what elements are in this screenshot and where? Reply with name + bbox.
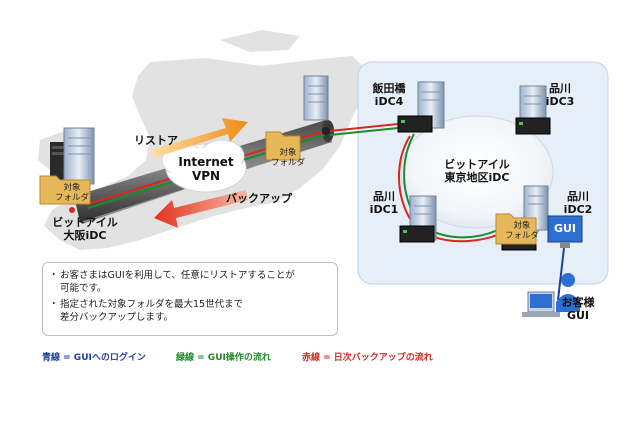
osaka-server-icon: [50, 127, 95, 190]
idc2-folder-label: 対象フォルダ: [504, 221, 539, 241]
gui-label: GUI: [553, 222, 577, 235]
restore-arrow: [150, 118, 248, 158]
internet-label: Internet: [178, 155, 234, 169]
mid-folder-icon: [265, 131, 301, 161]
osaka-idc-label: ビットアイル大阪iDC: [52, 216, 118, 242]
idc3-server-icon: [515, 85, 551, 135]
idc2-folder-icon: [495, 213, 537, 245]
backup-arrow: [154, 190, 248, 228]
gui-monitor-icon: [547, 215, 583, 248]
internet-cloud: [161, 139, 247, 193]
top-server-icon: [303, 75, 329, 121]
idc1-server-icon: [399, 195, 437, 243]
osaka-folder-label: 対象フォルダ: [54, 183, 89, 203]
tokyo-idc-label: ビットアイル東京地区iDC: [444, 158, 510, 184]
login-line-blue: [557, 247, 565, 301]
note-item: 指定された対象フォルダを最大15世代まで 差分バックアップします。: [49, 298, 329, 324]
osaka-folder-icon: [39, 175, 91, 205]
customer-person-icon: [556, 273, 580, 312]
osaka-node-dot: [69, 207, 75, 213]
legend-red-line: 赤線 = 日次バックアップの流れ: [302, 353, 433, 363]
notes-box: お客さまはGUIを利用して、任意にリストアすることが 可能です。 指定された対象…: [42, 262, 338, 336]
backup-label: バックアップ: [226, 192, 292, 205]
vpn-label: VPN: [191, 169, 221, 183]
legend-green-line: 緑線 = GUI操作の流れ: [176, 353, 271, 363]
idc4-server-icon: [397, 81, 445, 133]
tube-end-dot: [322, 127, 330, 135]
restore-label: リストア: [134, 134, 178, 147]
legend-blue-line: 青線 = GUIへのログイン: [42, 353, 146, 363]
mid-folder-label: 対象フォルダ: [270, 148, 305, 168]
internet-vpn-label: Internet VPN: [178, 155, 234, 183]
customer-pc-icon: [522, 291, 560, 317]
tokyo-ring-outer: [400, 115, 554, 229]
note-item: お客さまはGUIを利用して、任意にリストアすることが 可能です。: [49, 269, 329, 295]
